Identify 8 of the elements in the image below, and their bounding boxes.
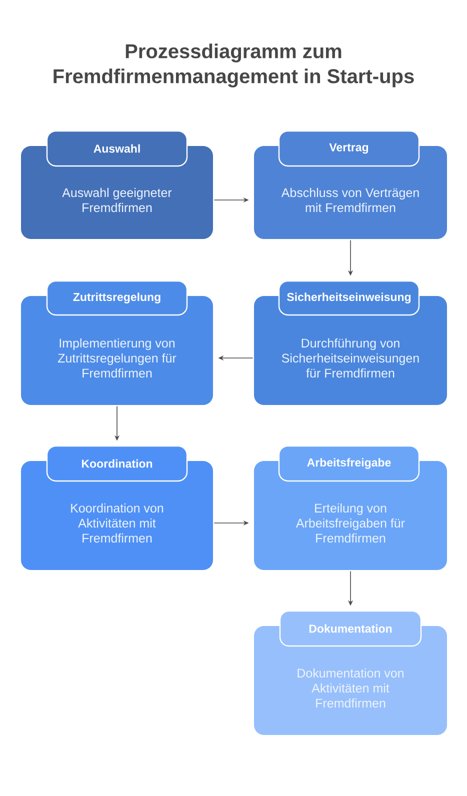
header-tab: Arbeitsfreigabe — [278, 445, 420, 482]
header-tab: Vertrag — [278, 130, 420, 167]
header-tab: Sicherheitseinweisung — [278, 280, 420, 316]
title: Prozessdiagramm zum Fremdfirmenmanagement in Start-ups — [54, 44, 414, 88]
header-tab: Dokumentation — [279, 610, 422, 647]
header-tab: Auswahl — [46, 130, 188, 167]
header-tab: Zutrittsregelung — [46, 280, 188, 316]
header-tab: Koordination — [46, 445, 188, 482]
